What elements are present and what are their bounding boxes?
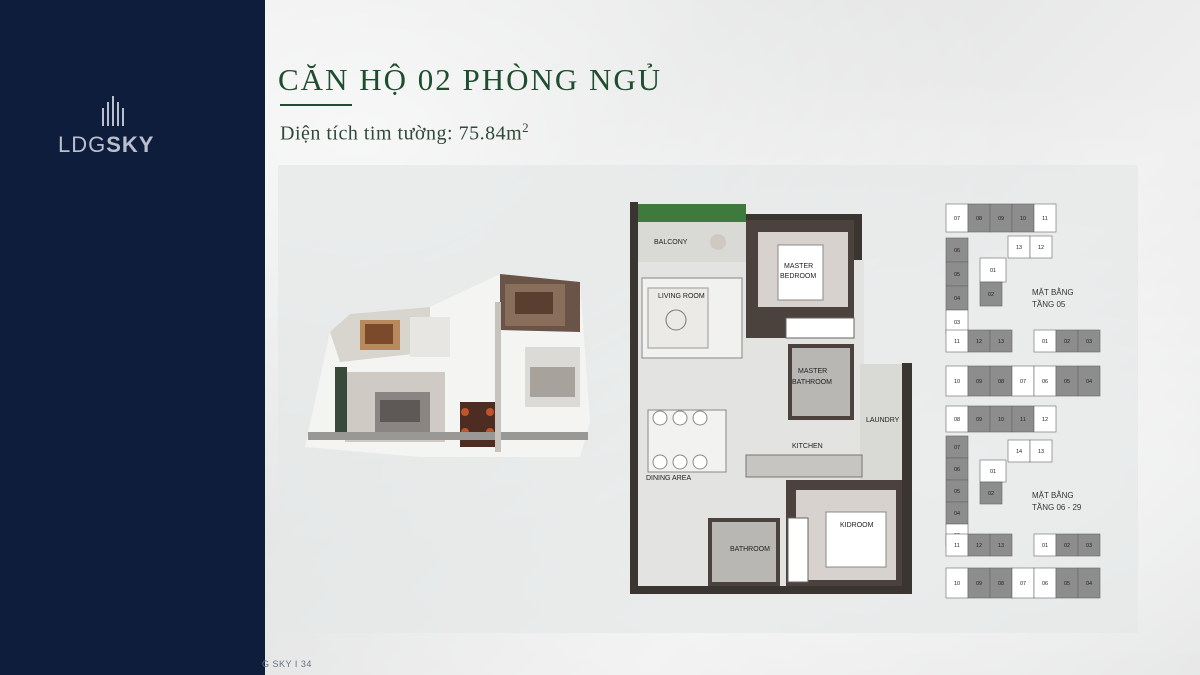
key-plan-unit-label: 01 [990, 268, 996, 274]
key-plan-unit-label: 13 [1016, 245, 1022, 251]
key-plan-unit-label: 10 [954, 379, 960, 385]
key-plan-unit-label: 13 [1038, 449, 1044, 455]
brand-logo: LDGSKY [58, 94, 178, 164]
page-title: CĂN HỘ 02 PHÒNG NGỦ [278, 62, 663, 97]
key-plan-unit-label: 04 [954, 511, 960, 517]
key-plan-unit-label: 03 [1086, 339, 1092, 345]
key-plan-unit [1077, 567, 1101, 599]
key-plan-unit-label: 11 [1042, 216, 1048, 222]
key-plan-unit-label: 06 [954, 248, 960, 254]
room-label-balcony: BALCONY [654, 239, 688, 246]
room-label-master-bathroom-line1: MASTER [798, 368, 827, 375]
key-plan-unit-label: 06 [1042, 581, 1048, 587]
key-plan-unit-label: 01 [1042, 543, 1048, 549]
room-label-bathroom: BATHROOM [730, 546, 770, 553]
brand-name: LDGSKY [58, 132, 155, 158]
key-plan-unit [1029, 439, 1053, 463]
key-plan-unit [989, 329, 1013, 353]
key-plan-unit-label: 05 [1064, 581, 1070, 587]
key-plan-unit-label: 03 [1086, 543, 1092, 549]
page-footer: G SKY I 34 [262, 659, 312, 669]
key-plan-unit-label: 06 [954, 467, 960, 473]
key-plan-unit-label: 12 [976, 543, 982, 549]
area-label-text: Diện tích tim tường: 75.84m [280, 122, 523, 145]
key-plan-unit-label: 10 [998, 417, 1004, 423]
key-plan-unit-label: 11 [954, 543, 960, 549]
key-plan-unit-label: 04 [954, 296, 960, 302]
key-plan-unit-label: 08 [998, 581, 1004, 587]
key-plan-unit-label: 07 [954, 216, 960, 222]
key-plan-unit-label: 01 [1042, 339, 1048, 345]
title-underline [280, 104, 352, 106]
key-plan-unit-label: 03 [954, 320, 960, 326]
area-label-superscript: 2 [522, 120, 530, 135]
area-label: Diện tích tim tường: 75.84m2 [280, 120, 529, 146]
building-icon [102, 96, 124, 126]
key-plan-unit-label: 01 [990, 469, 996, 475]
room-label-kidroom: KIDROOM [840, 522, 874, 529]
key-plan-unit-label: 10 [1020, 216, 1026, 222]
key-plan-floor-06-29-top: 0809101112070605040314130102 [945, 405, 1057, 547]
key-plan-unit-label: 10 [954, 581, 960, 587]
key-plan-unit [1077, 533, 1101, 557]
key-plan-unit-label: 05 [954, 272, 960, 278]
key-plan-unit-label: 04 [1086, 581, 1092, 587]
key-plan-unit-label: 09 [998, 216, 1004, 222]
floor-plan: BALCONY MASTER BEDROOM LIVING ROOM MASTE… [630, 202, 912, 594]
key-plan-unit-label: 02 [1064, 543, 1070, 549]
sidebar: LDGSKY [0, 0, 265, 675]
room-label-living-room: LIVING ROOM [658, 293, 705, 300]
key-plan-unit [979, 281, 1003, 307]
key-plan-b-label-2: TẦNG 06 - 29 [1032, 502, 1082, 512]
key-plan-unit-label: 02 [988, 292, 994, 298]
key-plan-unit [1033, 405, 1057, 433]
key-plan-unit-label: 05 [1064, 379, 1070, 385]
brand-name-bold: SKY [106, 132, 155, 157]
key-plan-unit-label: 11 [1020, 417, 1026, 423]
key-plan-unit-label: 04 [1086, 379, 1092, 385]
key-plan-unit [1077, 365, 1101, 397]
room-label-kitchen: KITCHEN [792, 443, 823, 450]
key-plan-unit-label: 06 [1042, 379, 1048, 385]
key-plan-unit-label: 13 [998, 339, 1004, 345]
room-label-dining-area: DINING AREA [646, 475, 691, 482]
room-label-master-bedroom-line1: MASTER [784, 263, 813, 270]
key-plan-unit-label: 09 [976, 417, 982, 423]
key-plan-unit-label: 09 [976, 379, 982, 385]
key-plan-unit-label: 13 [998, 543, 1004, 549]
key-plan-unit-label: 12 [1042, 417, 1048, 423]
key-plan-unit [979, 257, 1007, 283]
key-plan-unit-label: 07 [1020, 379, 1026, 385]
key-plan-floor-06-29-bottom: 11 12 13 01 02 03 10 09 08 07 06 05 04 [945, 533, 1101, 599]
key-plan-floor-05-bottom: 11 12 13 01 02 03 10 09 08 07 06 05 04 [945, 329, 1101, 397]
key-plan-unit-label: 12 [976, 339, 982, 345]
key-plan-unit-label: 08 [976, 216, 982, 222]
key-plan-unit-label: 12 [1038, 245, 1044, 251]
key-plan-a-label-1: MẶT BẰNG [1032, 288, 1074, 297]
key-plan-b-label-1: MẶT BẰNG [1032, 491, 1074, 500]
key-plan-unit [979, 481, 1003, 505]
room-label-master-bathroom-line2: BATHROOM [792, 379, 832, 386]
key-plan-unit-label: 11 [954, 339, 960, 345]
key-plan-unit-label: 02 [1064, 339, 1070, 345]
key-plan-unit-label: 07 [1020, 581, 1026, 587]
key-plan-unit [989, 533, 1013, 557]
key-plan-unit-label: 09 [976, 581, 982, 587]
key-plan-unit-label: 14 [1016, 449, 1022, 455]
key-plan-unit-label: 08 [998, 379, 1004, 385]
key-plan-unit [1029, 235, 1053, 259]
key-plan-unit-label: 08 [954, 417, 960, 423]
key-plan-unit [1077, 329, 1101, 353]
key-plan-unit-label: 07 [954, 445, 960, 451]
key-plan-floor-05-top: 07 08 09 10 11 06 05 04 03 13 12 01 02 [945, 203, 1057, 335]
room-label-laundry: LAUNDRY [866, 417, 900, 424]
key-plan-unit-label: 02 [988, 491, 994, 497]
brand-name-light: LDG [58, 132, 107, 157]
key-plan-unit [1033, 203, 1057, 233]
key-plan-a-label-2: TẦNG 05 [1032, 299, 1066, 309]
room-label-master-bedroom-line2: BEDROOM [780, 273, 816, 280]
isometric-render [305, 274, 590, 457]
key-plan-unit-label: 05 [954, 489, 960, 495]
